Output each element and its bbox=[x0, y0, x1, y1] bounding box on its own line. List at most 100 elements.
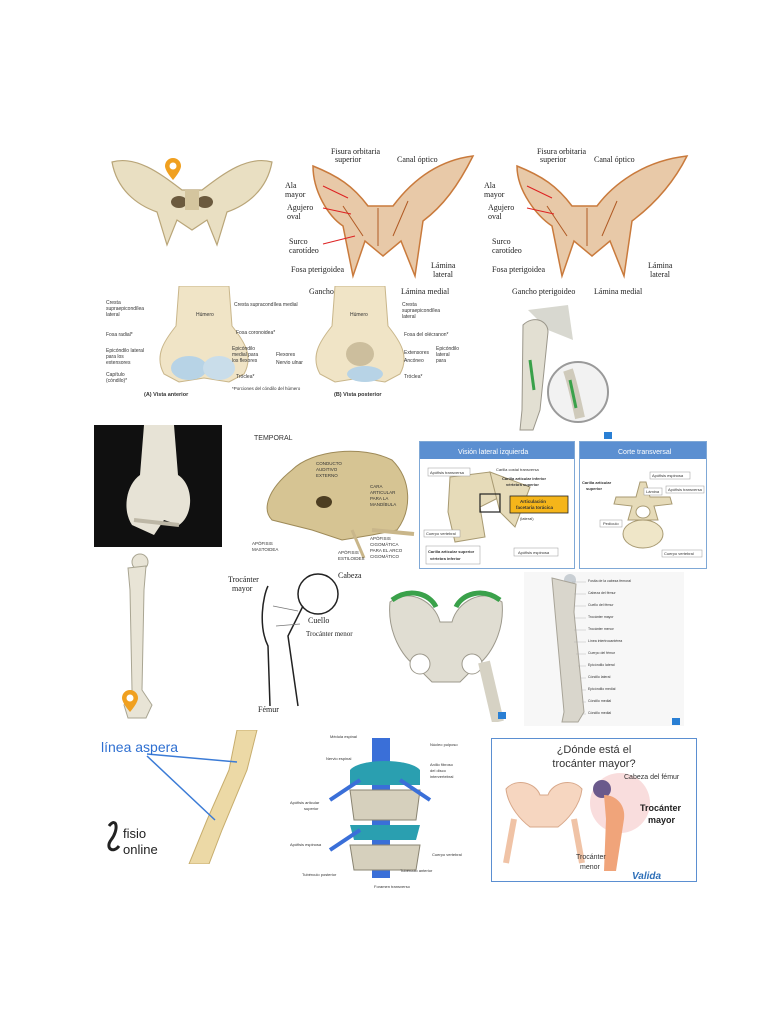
sphenoid2-label-lamina-lat-1: Lámina bbox=[648, 261, 673, 270]
sphenoid2-label-ala-2: mayor bbox=[484, 190, 505, 199]
humA-label-13: *Porciones del cóndilo del húmero bbox=[232, 386, 301, 391]
femurlist-label-1: Cabeza del fémur bbox=[588, 591, 616, 595]
humA-label-2: Cresta supracondílea medial bbox=[234, 302, 298, 308]
sphenoid1-label-fisura: Fisura orbitaria bbox=[331, 147, 381, 156]
temporal-bone-diagram: TEMPORAL CONDUCTO AUDITIVO EXTERNO CARA … bbox=[252, 430, 417, 570]
humB-label-8: (B) Vista posterior bbox=[334, 392, 382, 398]
femurhead-label-1: Trocánter bbox=[228, 575, 259, 584]
vl-label-5: (lateral) bbox=[520, 516, 534, 521]
temporal-label-2c: PARA LA bbox=[370, 496, 388, 501]
femur-head-sketch: Trocánter mayor Cabeza Cuello Trocánter … bbox=[228, 566, 368, 716]
sphenoid1-label-fisura-2: superior bbox=[335, 155, 362, 164]
trocanter-label-mayor-2: mayor bbox=[648, 815, 676, 825]
humA-label-1: Cresta bbox=[106, 300, 121, 306]
spine-label-3b: del disco bbox=[430, 768, 447, 773]
humA-label-1b: supraepicondílea bbox=[106, 306, 144, 312]
shoulder-humerus-image bbox=[478, 300, 618, 440]
spine-label-8: Tubérculo posterior bbox=[302, 872, 337, 877]
spine-label-7: Tubérculo anterior bbox=[400, 868, 433, 873]
humA-label-7b: medial para bbox=[232, 352, 258, 358]
temporal-label-1b: AUDITIVO bbox=[316, 467, 338, 472]
spine-label-5: Apófisis espinosa bbox=[290, 842, 322, 847]
femurhead-label-3: Cuello bbox=[308, 616, 329, 625]
vl-label-8: Apófisis espinosa bbox=[518, 550, 550, 555]
temporal-label-3: APÓFISIS bbox=[252, 540, 273, 546]
linea-aspera-image: línea aspera fisio online bbox=[97, 730, 267, 864]
valida-brand: Valida bbox=[632, 871, 662, 881]
humA-label-6c: extensores bbox=[106, 360, 131, 366]
sphenoid2-label-lamina-med: Lámina medial bbox=[594, 287, 643, 296]
humB-label-4c: para bbox=[436, 358, 446, 364]
temporal-label-2d: MANDÍBULA bbox=[370, 501, 396, 507]
humA-label-4: Fosa radial* bbox=[106, 332, 133, 338]
temporal-label-2: CARA bbox=[370, 484, 383, 489]
humB-label-7: Tróclea* bbox=[404, 374, 422, 380]
cervical-spine-diagram: Médula espinal Núcleo pulposo Nervio esp… bbox=[290, 730, 480, 890]
sphenoid2-label-fisura-1: Fisura orbitaria bbox=[537, 147, 587, 156]
femur-labeled-diagram: Fosita de la cabeza femoral Cabeza del f… bbox=[524, 572, 684, 726]
femurlist-label-4: Trocánter menor bbox=[588, 627, 615, 631]
temporal-label-4b: ESTILOIDES bbox=[338, 556, 365, 561]
sphenoid2-label-fosa: Fosa pterigoidea bbox=[492, 265, 546, 274]
sphenoid1-label-lamina-lat-1: Lámina bbox=[431, 261, 456, 270]
femurlist-label-7: Epicóndilo lateral bbox=[588, 663, 615, 667]
vertebra-transverse-view: Corte transversal Apófisis espinosa Cari… bbox=[579, 441, 707, 569]
femurlist-label-3: Trocánter mayor bbox=[588, 615, 614, 619]
humA-label-10b: (cóndilo)* bbox=[106, 378, 127, 384]
temporal-label-5: APÓFISIS bbox=[370, 535, 391, 541]
spine-label-9: Foramen transverso bbox=[374, 884, 411, 889]
spine-label-6: Cuerpo vertebral bbox=[432, 852, 462, 857]
vl-label-3: Carilla articular inferior bbox=[502, 476, 546, 481]
temporal-label-1c: EXTERNO bbox=[316, 473, 338, 478]
sphenoid-labeled-diagram-1: Fisura orbitaria superior Canal óptico A… bbox=[283, 146, 478, 298]
sphenoid1-label-ala-1: Ala bbox=[285, 181, 297, 190]
sphenoid2-label-fisura-2: superior bbox=[540, 155, 567, 164]
vl-label-7: Carilla articular superior bbox=[428, 549, 475, 554]
spine-label-0: Médula espinal bbox=[330, 734, 357, 739]
humA-label-7c: los flexores bbox=[232, 358, 258, 364]
vl-label-1: Apófisis transversa bbox=[430, 470, 465, 475]
femurhead-label-5: Fémur bbox=[258, 705, 279, 714]
vertebra-lateral-view: Visión lateral izquierda Apófisis transv… bbox=[419, 441, 575, 569]
femurlist-label-10: Cóndilo medial bbox=[588, 699, 611, 703]
humB-label-1c: lateral bbox=[402, 314, 416, 320]
spine-label-4b: superior bbox=[304, 806, 319, 811]
femurlist-label-5: Línea intertrocantérea bbox=[588, 639, 622, 643]
humA-label-6b: para los bbox=[106, 354, 124, 360]
humB-label-4b: lateral bbox=[436, 352, 450, 358]
humA-label-8: Flexores bbox=[276, 352, 296, 358]
pelvis-image bbox=[380, 582, 512, 722]
sphenoid1-label-lamina-med: Lámina medial bbox=[401, 287, 450, 296]
sphenoid1-label-surco-1: Surco bbox=[289, 237, 308, 246]
vt-label-6: Cuerpo vertebral bbox=[664, 551, 694, 556]
image-badge-icon bbox=[672, 718, 680, 725]
temporal-title: TEMPORAL bbox=[254, 435, 293, 442]
vl-label-3b: vértebra superior bbox=[506, 482, 539, 487]
temporal-label-2b: ARTICULAR bbox=[370, 490, 396, 495]
temporal-label-5c: PARA EL ARCO bbox=[370, 548, 403, 553]
temporal-label-5d: CIGOMÁTICO bbox=[370, 553, 399, 559]
femur-full-image bbox=[110, 550, 165, 722]
humA-label-9: Nervio ulnar bbox=[276, 360, 303, 366]
vt-label-4: Apófisis transversa bbox=[668, 487, 703, 492]
humA-label-1c: lateral bbox=[106, 312, 120, 318]
humA-label-5: Fosa coronoidea* bbox=[236, 330, 275, 336]
humB-label-4: Epicóndilo bbox=[436, 346, 459, 352]
location-pin-icon bbox=[122, 690, 138, 712]
vl-label-4: Articulación bbox=[520, 499, 546, 504]
sphenoid1-label-surco-2: carotídeo bbox=[289, 246, 319, 255]
femurlist-label-6: Cuerpo del fémur bbox=[588, 651, 616, 655]
femurlist-label-2: Cuello del fémur bbox=[588, 603, 614, 607]
location-pin-icon bbox=[165, 158, 181, 180]
vl-label-4b: facetaria torácica bbox=[516, 505, 554, 510]
sphenoid1-label-canal: Canal óptico bbox=[397, 155, 438, 164]
femurlist-label-9: Epicóndilo medial bbox=[588, 687, 616, 691]
spine-label-1: Núcleo pulposo bbox=[430, 742, 458, 747]
trocanter-card: ¿Dónde está el trocánter mayor? Cabeza d… bbox=[491, 738, 697, 882]
trocanter-label-menor-1: Trocánter bbox=[576, 854, 606, 861]
humA-label-11: Tróclea* bbox=[236, 374, 254, 380]
humA-label-10: Capítulo bbox=[106, 372, 125, 378]
humB-label-3: Fosa del olécranon* bbox=[404, 332, 449, 338]
sphenoid2-label-surco-1: Surco bbox=[492, 237, 511, 246]
temporal-label-5b: CIGOMÁTICA bbox=[370, 541, 399, 547]
